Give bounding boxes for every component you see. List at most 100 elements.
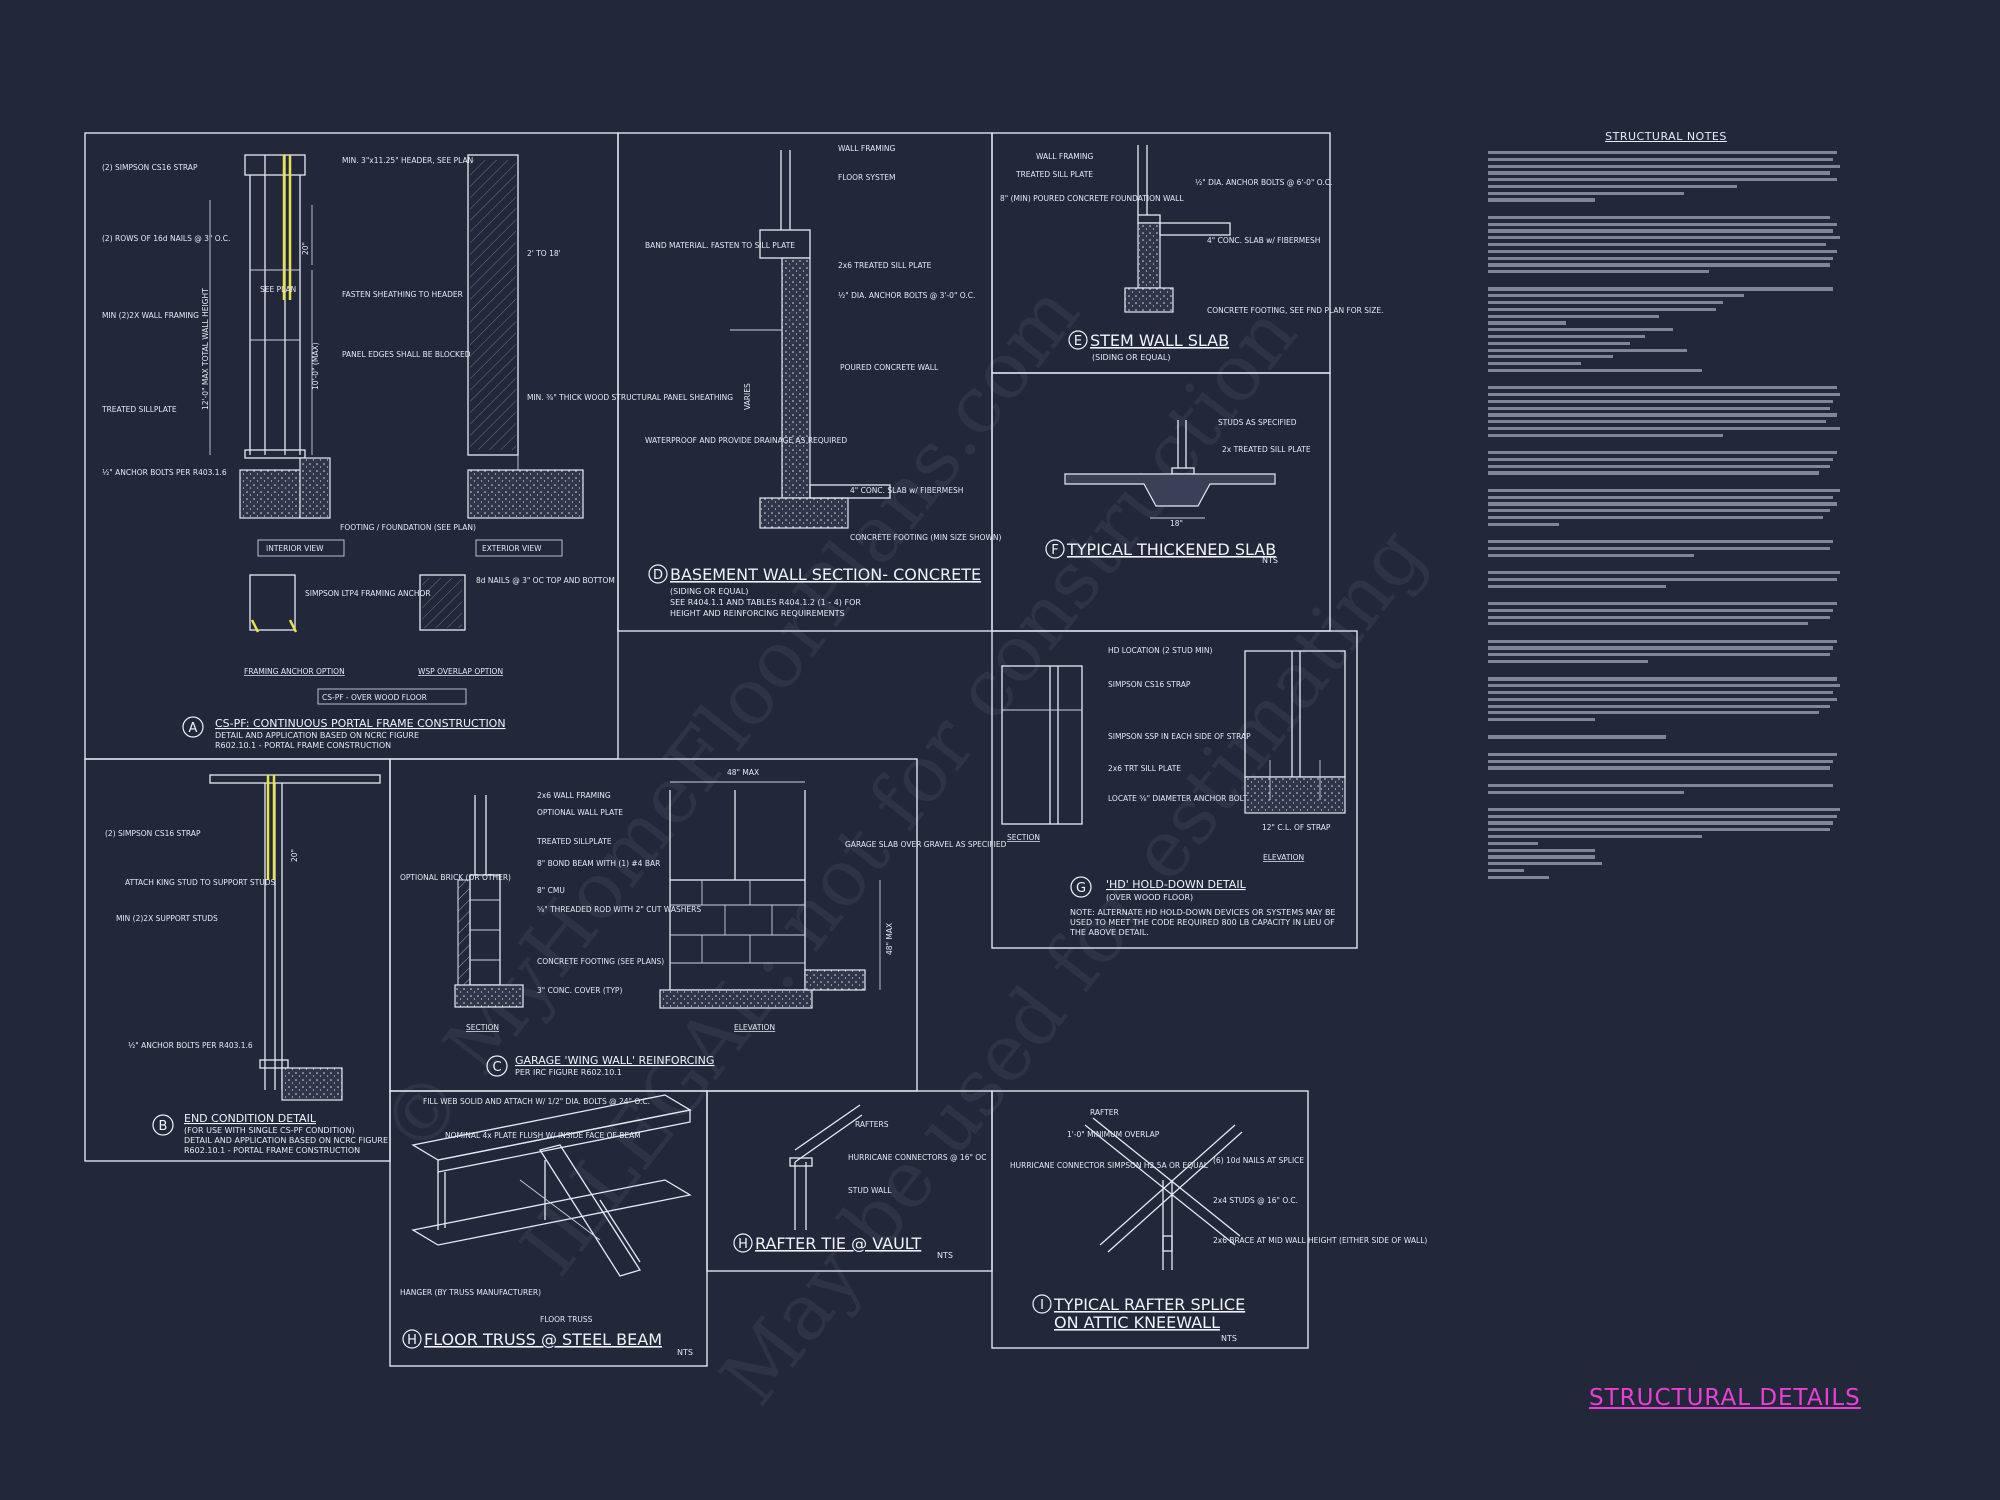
h2-tag: H xyxy=(738,1237,748,1252)
c-48max2-label: 48" MAX xyxy=(885,923,894,955)
a-8d-label: 8d NAILS @ 3" OC TOP AND BOTTOM xyxy=(476,576,615,585)
d-sub3: HEIGHT AND REINFORCING REQUIREMENTS xyxy=(670,609,845,618)
g-tag: G xyxy=(1076,881,1086,896)
h2-rafters-label: RAFTERS xyxy=(855,1120,889,1129)
e-tag-circle xyxy=(1068,330,1088,350)
detail-g-panel: SECTION ELEVATION HD LOCATION (2 STUD MI… xyxy=(991,630,1358,949)
f-tag-circle xyxy=(1045,539,1065,559)
b-sub3: R602.10.1 - PORTAL FRAME CONSTRUCTION xyxy=(184,1146,360,1155)
d-sub2: SEE R404.1.1 AND TABLES R404.1.2 (1 - 4)… xyxy=(670,598,861,607)
d-band-label: BAND MATERIAL. FASTEN TO SILL PLATE xyxy=(645,241,795,250)
e-slab-label: 4" CONC. SLAB w/ FIBERMESH xyxy=(1207,236,1320,245)
c-cover-label: 3" CONC. COVER (TYP) xyxy=(537,986,622,995)
sheet-title: STRUCTURAL DETAILS xyxy=(1589,1385,1861,1411)
c-framing-label: 2x6 WALL FRAMING xyxy=(537,791,611,800)
g-title: 'HD' HOLD-DOWN DETAIL xyxy=(1106,878,1247,891)
c-slab-label: GARAGE SLAB OVER GRAVEL AS SPECIFIED xyxy=(845,840,1007,849)
a-cs-pf-wood-label: CS-PF - OVER WOOD FLOOR xyxy=(322,693,427,702)
d-wall-label: WALL FRAMING xyxy=(838,144,896,153)
detail-d-panel: WALL FRAMING FLOOR SYSTEM BAND MATERIAL.… xyxy=(617,132,1002,632)
g-ssp-label: SIMPSON SSP IN EACH SIDE OF STRAP xyxy=(1108,732,1251,741)
g-bolt-label: LOCATE ⅝" DIAMETER ANCHOR BOLT xyxy=(1108,794,1248,803)
d-tag: D xyxy=(653,568,663,583)
e-anchor-label: ½" DIA. ANCHOR BOLTS @ 6'-0" O.C. xyxy=(1195,178,1332,187)
a-20-label: 20" xyxy=(301,242,310,255)
f-dim-label: 18" xyxy=(1170,519,1183,528)
g-strap-label: SIMPSON CS16 STRAP xyxy=(1108,680,1191,689)
d-sub1: (SIDING OR EQUAL) xyxy=(670,587,748,596)
detail-i-panel: RAFTER 1'-0" MINIMUM OVERLAP HURRICANE C… xyxy=(991,1090,1427,1349)
d-title: BASEMENT WALL SECTION- CONCRETE xyxy=(670,565,981,584)
a-footing-label: FOOTING / FOUNDATION (SEE PLAN) xyxy=(340,523,476,532)
b-tag-circle xyxy=(152,1114,174,1136)
c-footing-label: CONCRETE FOOTING (SEE PLANS) xyxy=(537,957,664,966)
c-plate-label: OPTIONAL WALL PLATE xyxy=(537,808,623,817)
h2-stud-label: STUD WALL xyxy=(848,1186,892,1195)
f-sill-label: 2x TREATED SILL PLATE xyxy=(1222,445,1311,454)
detail-h1-panel: FILL WEB SOLID AND ATTACH W/ 1/2" DIA. B… xyxy=(389,1090,708,1367)
d-footing-label: CONCRETE FOOTING (MIN SIZE SHOWN) xyxy=(850,533,1002,542)
a-simpson-lti-label: SIMPSON LTP4 FRAMING ANCHOR xyxy=(305,589,431,598)
b-king-label: ATTACH KING STUD TO SUPPORT STUDS xyxy=(125,878,275,887)
e-title: STEM WALL SLAB xyxy=(1090,331,1229,350)
detail-h2-panel: RAFTERS HURRICANE CONNECTORS @ 16" OC ST… xyxy=(706,1090,993,1272)
d-floor-label: FLOOR SYSTEM xyxy=(838,173,896,182)
a-see-plan-label: SEE PLAN xyxy=(260,285,296,294)
structural-notes: STRUCTURAL NOTES xyxy=(1488,130,1844,883)
a-sub1: DETAIL AND APPLICATION BASED ON NCRC FIG… xyxy=(215,731,419,740)
g-sub3: USED TO MEET THE CODE REQUIRED 800 LB CA… xyxy=(1070,918,1335,927)
e-wall-label: WALL FRAMING xyxy=(1036,152,1094,161)
b-title: END CONDITION DETAIL xyxy=(184,1112,317,1125)
g-sub4: THE ABOVE DETAIL. xyxy=(1069,928,1149,937)
a-anchor-label: ½" ANCHOR BOLTS PER R403.1.6 xyxy=(102,468,227,477)
i-nails-label: (6) 10d NAILS AT SPLICE xyxy=(1213,1156,1304,1165)
e-sill-label: TREATED SILL PLATE xyxy=(1015,170,1093,179)
g-sill-label: 2x6 TRT SILL PLATE xyxy=(1108,764,1181,773)
c-tag: C xyxy=(492,1060,501,1075)
a-strap-label: (2) SIMPSON CS16 STRAP xyxy=(102,163,198,172)
f-tag: F xyxy=(1051,543,1058,558)
a-framing-label: MIN (2)2X WALL FRAMING xyxy=(102,311,199,320)
g-sub1: (OVER WOOD FLOOR) xyxy=(1106,893,1193,902)
a-title: CS-PF: CONTINUOUS PORTAL FRAME CONSTRUCT… xyxy=(215,717,506,730)
d-anchor-label: ½" DIA. ANCHOR BOLTS @ 3'-0" O.C. xyxy=(838,291,975,300)
g-section-label: SECTION xyxy=(1007,833,1040,842)
i-brace-label: 2x6 BRACE AT MID WALL HEIGHT (EITHER SID… xyxy=(1213,1236,1427,1245)
h2-hurricane-label: HURRICANE CONNECTORS @ 16" OC xyxy=(848,1153,986,1162)
b-anchor-label: ½" ANCHOR BOLTS PER R403.1.6 xyxy=(128,1041,253,1050)
i-hurricane-label: HURRICANE CONNECTOR SIMPSON H2.5A OR EQU… xyxy=(1010,1161,1209,1170)
c-rod-label: ⅝" THREADED ROD WITH 2" CUT WASHERS xyxy=(537,905,701,914)
c-tag-circle xyxy=(486,1055,508,1077)
i-studs-label: 2x4 STUDS @ 16" O.C. xyxy=(1213,1196,1298,1205)
structural-notes-title: STRUCTURAL NOTES xyxy=(1605,130,1727,143)
a-framing-anchor-label: FRAMING ANCHOR OPTION xyxy=(244,667,345,676)
d-water-label: WATERPROOF AND PROVIDE DRAINAGE AS REQUI… xyxy=(645,436,847,445)
d-tag-circle xyxy=(648,564,668,584)
detail-e-panel: WALL FRAMING TREATED SILL PLATE 8" (MIN)… xyxy=(991,132,1384,374)
i-nts: NTS xyxy=(1221,1334,1237,1343)
i-tag: I xyxy=(1040,1298,1044,1313)
d-varies-label: VARIES xyxy=(743,383,752,410)
g-elevation-label: ELEVATION xyxy=(1263,853,1304,862)
g-12-label: 12" C.L. OF STRAP xyxy=(1262,823,1331,832)
a-height2-label: 10'-0" (MAX) xyxy=(311,342,320,390)
i-overlap-label: 1'-0" MINIMUM OVERLAP xyxy=(1067,1130,1160,1139)
b-sub1: (FOR USE WITH SINGLE CS-PF CONDITION) xyxy=(184,1126,355,1135)
d-slab-label: 4" CONC. SLAB w/ FIBERMESH xyxy=(850,486,963,495)
g-hd-label: HD LOCATION (2 STUD MIN) xyxy=(1108,646,1212,655)
b-sub2: DETAIL AND APPLICATION BASED ON NCRC FIG… xyxy=(184,1136,388,1145)
h2-nts: NTS xyxy=(937,1251,953,1260)
c-sub1: PER IRC FIGURE R602.10.1 xyxy=(515,1068,622,1077)
i-tag-circle xyxy=(1032,1294,1052,1314)
f-nts: NTS xyxy=(1262,556,1278,565)
c-elevation-label: ELEVATION xyxy=(734,1023,775,1032)
c-title: GARAGE 'WING WALL' REINFORCING xyxy=(515,1054,714,1067)
a-header-label: MIN. 3"x11.25" HEADER, SEE PLAN xyxy=(342,156,473,165)
a-interior-view-label: INTERIOR VIEW xyxy=(266,544,324,553)
h1-truss-label: FLOOR TRUSS xyxy=(540,1315,593,1324)
g-tag-circle xyxy=(1070,876,1092,898)
b-20-label: 20" xyxy=(290,849,299,862)
b-strap-label: (2) SIMPSON CS16 STRAP xyxy=(105,829,201,838)
h1-tag-circle xyxy=(402,1329,422,1349)
a-sub2: R602.10.1 - PORTAL FRAME CONSTRUCTION xyxy=(215,741,391,750)
